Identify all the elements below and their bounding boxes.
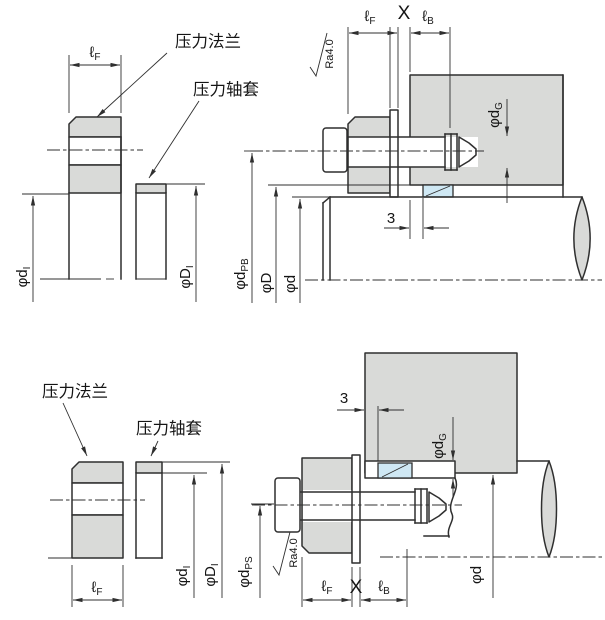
bolt-hole-clearance [303,490,445,522]
flange-section-outer-ring [68,116,122,138]
callout-pressure-flange: 压力法兰 [42,382,108,401]
dim-label-lb: ℓB [378,578,390,597]
dim-label-lf: ℓF [92,579,103,598]
surface-finish-icon [309,32,328,78]
flange-section-outer-ring [71,461,124,484]
shaft-chamfer [321,195,332,205]
hub-body [364,352,518,474]
bushing-section-wall [135,461,163,474]
flange-rim-plate [351,454,361,564]
callout-pressure-flange: 压力法兰 [175,32,241,51]
dim-label-dI: φdI [14,267,33,288]
leader-line-bushing [148,100,200,179]
dim-label-dG: φdG [430,433,449,459]
leader-line-bushing [150,440,159,457]
dim-label-x: X [350,577,363,598]
dim-label-lb: ℓB [422,8,434,27]
bolt-tip-cone [458,136,477,168]
callout-pressure-bushing: 压力轴套 [136,419,202,438]
dim-label-DI: φDI [202,563,221,586]
dim-label-dG: φdG [486,102,505,128]
flange-section-inner-ring [68,164,122,194]
dim-label-DI: φDI [177,265,196,288]
dim-label-dPS: φdPS [236,556,255,588]
shaft-break-symbol [540,460,558,558]
view-bottom-right-assembly: Ra4.0 3 φdG φd ℓF X ℓB [252,352,602,607]
bushing-taper-line [425,185,451,197]
dim-label-lf: ℓF [322,578,333,597]
dim-label-d: φd [468,566,485,584]
dim-label-3: 3 [340,390,348,407]
flange-rim-plate [389,109,399,198]
flange-section-inner-ring [71,514,124,559]
leader-line-flange [62,402,88,457]
bushing-taper-line [381,463,409,478]
bolt-hex-head [322,127,348,173]
surface-finish-icon [272,531,291,577]
bushing-section-wall [135,183,167,194]
dim-label-lf: ℓF [90,44,101,63]
leader-line-flange [96,52,168,118]
dim-label-x: X [398,3,411,24]
flange-section-bolt-band [68,136,122,166]
shaft-fillet-break [447,476,458,538]
dim-label-d: φd [282,275,299,293]
hub-body [409,74,564,186]
dim-label-3: 3 [387,210,395,227]
callout-pressure-bushing: 压力轴套 [193,80,259,99]
dim-label-D: φD [258,273,275,294]
bolt-tip-cone [428,491,447,523]
flange-section-bolt-band [71,482,124,516]
view-bottom-left-parts: ℓF φdI φDI φdPS 压力法兰 压力轴套 [42,382,274,607]
view-top-left-parts: ℓF φdI φDI 压力法兰 压力轴套 [14,32,259,302]
surface-finish-label: Ra4.0 [288,538,300,567]
surface-finish-label: Ra4.0 [324,39,336,68]
view-top-right-assembly: Ra4.0 ℓF X ℓB 3 φdG φdPB φD φd [232,3,602,303]
dim-label-dI: φdI [174,566,193,587]
shaft-break-symbol [573,196,591,281]
dim-label-lf: ℓF [365,8,376,27]
dim-label-dPB: φdPB [232,258,251,290]
